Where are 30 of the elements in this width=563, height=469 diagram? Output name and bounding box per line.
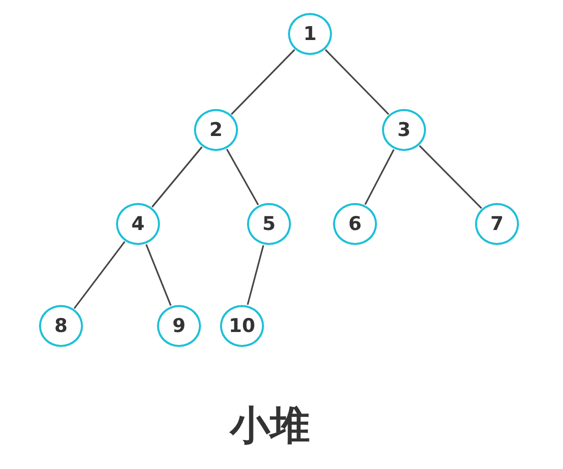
tree-edge: [418, 145, 482, 209]
node-value: 8: [54, 315, 68, 337]
tree-node-circle: [288, 13, 332, 55]
tree-node-circle: [39, 305, 83, 347]
tree-edge: [151, 146, 203, 208]
node-value: 9: [172, 315, 186, 337]
caption: 小堆: [228, 402, 311, 451]
node-value: 2: [209, 119, 223, 141]
tree-node-circle: [247, 203, 291, 245]
tree-node-circle: [475, 203, 519, 245]
tree-node-circle: [116, 203, 160, 245]
node-value: 5: [262, 213, 276, 235]
tree-edge: [324, 49, 390, 115]
tree-edge: [364, 149, 395, 205]
tree-node-circle: [194, 109, 238, 151]
node-value: 7: [490, 213, 504, 235]
node-value: 6: [348, 213, 362, 235]
tree-node-circle: [157, 305, 201, 347]
node-value: 10: [228, 315, 256, 337]
tree-edge: [145, 244, 172, 306]
tree-edge: [246, 245, 264, 305]
node-value: 4: [131, 213, 145, 235]
tree-node-circle: [382, 109, 426, 151]
tree-edge: [230, 49, 296, 115]
tree-node-circle: [333, 203, 377, 245]
tree-edge: [74, 241, 126, 309]
tree-edge: [226, 148, 259, 206]
node-value: 1: [303, 23, 317, 45]
tree-node-circle: [220, 305, 264, 347]
node-value: 3: [397, 119, 411, 141]
